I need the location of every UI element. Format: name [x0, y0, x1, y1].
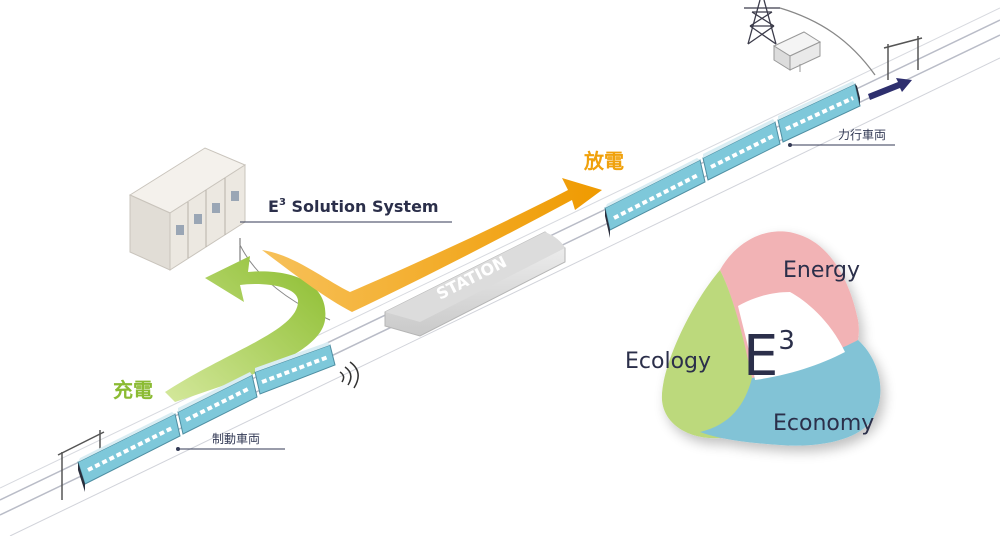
direction-arrow-icon	[868, 78, 912, 100]
e3-emblem	[661, 231, 881, 446]
train-car-5	[702, 119, 781, 181]
discharge-label: 放電	[583, 149, 624, 173]
emblem-ecology-label: Ecology	[625, 349, 711, 374]
emblem-center-letter: E3	[743, 324, 795, 389]
braking-car-label: 制動車両	[212, 432, 260, 446]
powering-car-label: 力行車両	[838, 128, 886, 142]
powering-car-callout: 力行車両	[788, 128, 895, 147]
system-label-group: E3 Solution System	[240, 197, 452, 223]
ecology-lobe	[661, 270, 755, 439]
powering-train	[604, 81, 861, 238]
train-car-2	[177, 372, 258, 435]
emblem-economy-label: Economy	[773, 411, 874, 436]
economy-lobe	[700, 340, 881, 446]
transformer-box-icon	[772, 31, 822, 72]
train-car-1	[77, 412, 181, 492]
train-car-4	[604, 158, 706, 238]
braking-car-callout: 制動車両	[176, 432, 285, 451]
braking-train	[77, 342, 336, 492]
charge-label: 充電	[113, 378, 153, 402]
catenary-pole-right	[883, 36, 923, 80]
system-label: E3 Solution System	[268, 197, 439, 216]
transmission-tower-icon	[744, 0, 876, 76]
train-car-6	[777, 81, 861, 143]
train-car-3	[254, 342, 336, 395]
discharge-arrow	[262, 178, 602, 312]
emblem-energy-label: Energy	[783, 258, 860, 283]
charge-arrow	[165, 256, 326, 402]
signal-waves-icon	[339, 361, 359, 389]
